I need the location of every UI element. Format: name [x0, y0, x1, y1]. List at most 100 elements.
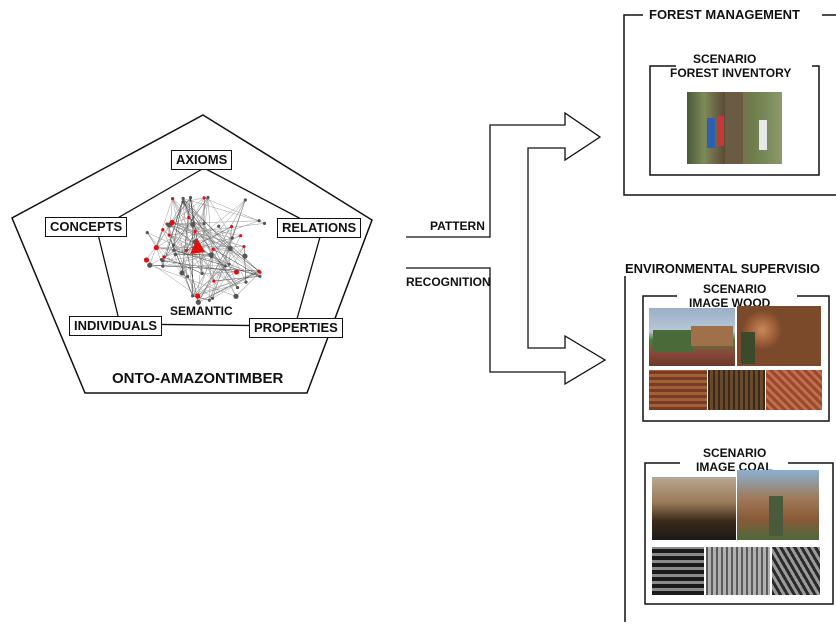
logs-load: [691, 326, 733, 346]
network-node: [195, 299, 201, 305]
officer-figure: [769, 496, 783, 536]
recognition-label: RECOGNITION: [406, 275, 491, 289]
log-pile-photo: [737, 306, 821, 366]
network-edge: [181, 197, 209, 274]
network-edge: [213, 235, 241, 250]
network-node: [235, 285, 240, 290]
pattern-label: PATTERN: [430, 219, 485, 233]
network-node: [171, 243, 176, 247]
network-node: [244, 280, 248, 284]
network-node: [179, 270, 185, 276]
network-edge: [186, 231, 196, 251]
network-edge: [213, 248, 231, 250]
network-edge: [190, 197, 203, 274]
network-edge: [211, 256, 260, 277]
network-node: [217, 224, 221, 228]
network-edge: [173, 245, 215, 282]
network-node: [153, 245, 159, 251]
forest-management-title: FOREST MANAGEMENT: [649, 7, 800, 22]
network-edge: [171, 197, 191, 223]
forest-management-frame: [623, 14, 836, 196]
semantic-network-graph: [143, 195, 267, 305]
network-edge: [173, 245, 238, 288]
network-edge: [167, 224, 188, 277]
network-edge: [197, 197, 209, 297]
network-node: [257, 219, 261, 223]
network-edge: [190, 197, 196, 242]
network-node: [208, 252, 214, 258]
network-edge: [146, 259, 198, 297]
network-node: [173, 252, 178, 257]
network-edge: [207, 197, 215, 282]
network-edge: [162, 229, 187, 251]
network-node: [184, 248, 188, 253]
network-node: [242, 253, 248, 259]
network-edge: [156, 224, 193, 248]
network-edge: [218, 226, 247, 283]
network-edge: [182, 198, 238, 288]
network-edge: [198, 271, 261, 303]
network-node: [212, 279, 216, 283]
network-edge: [173, 223, 205, 251]
individuals-node: INDIVIDUALS: [69, 316, 163, 336]
wood-scenario-line1: SCENARIO: [703, 282, 767, 296]
network-node: [181, 196, 185, 201]
network-node: [200, 271, 204, 276]
truck-photo: [649, 308, 735, 366]
network-edge: [147, 232, 187, 251]
network-edge: [213, 248, 260, 277]
network-edge: [243, 246, 247, 283]
network-node: [233, 293, 239, 299]
network-node: [145, 230, 149, 235]
network-edge: [213, 275, 260, 282]
wood-texture-2: [708, 370, 765, 410]
network-edge: [147, 232, 165, 258]
network-node: [239, 234, 243, 238]
network-edge: [149, 198, 173, 266]
properties-node: PROPERTIES: [249, 318, 343, 338]
network-edge: [192, 246, 245, 297]
network-node: [211, 247, 215, 251]
network-edge: [173, 197, 205, 251]
network-node: [169, 219, 175, 226]
coal-scenario-line1: SCENARIO: [703, 446, 767, 460]
network-node: [181, 200, 185, 204]
network-node: [262, 221, 267, 225]
network-edge: [209, 270, 259, 301]
network-hub: [190, 238, 205, 254]
network-edge: [194, 231, 238, 288]
semantic-label: SEMANTIC: [170, 304, 233, 318]
network-node: [230, 225, 234, 229]
network-edge: [192, 271, 261, 297]
network-node: [206, 195, 210, 200]
network-node: [161, 264, 165, 268]
network-edge: [186, 217, 189, 251]
network-edge: [209, 199, 246, 301]
network-node: [165, 222, 169, 226]
network-edge: [182, 197, 205, 203]
coal-texture-1: [652, 547, 704, 595]
network-edge: [147, 232, 157, 248]
forest-scenario-line2: FOREST INVENTORY: [670, 66, 792, 80]
network-edge: [147, 232, 183, 274]
network-edge: [156, 247, 164, 267]
network-node: [186, 274, 190, 279]
network-node: [187, 215, 191, 220]
network-edge: [235, 272, 261, 297]
forest-scenario-line1: SCENARIO: [693, 52, 757, 66]
wood-texture-3: [766, 370, 822, 410]
network-node: [188, 195, 193, 200]
network-edge: [168, 198, 173, 236]
network-node: [233, 269, 240, 275]
forest-inventory-photo: [687, 92, 782, 164]
network-edge: [183, 198, 260, 222]
ontology-name: ONTO-AMAZONTIMBER: [112, 370, 284, 387]
network-node: [258, 274, 262, 278]
network-node: [202, 196, 206, 200]
concepts-node: CONCEPTS: [45, 217, 128, 237]
network-node: [161, 228, 165, 232]
network-edge: [225, 235, 241, 267]
network-edge: [156, 247, 187, 251]
relations-node: RELATIONS: [277, 218, 362, 238]
network-edge: [182, 201, 193, 296]
